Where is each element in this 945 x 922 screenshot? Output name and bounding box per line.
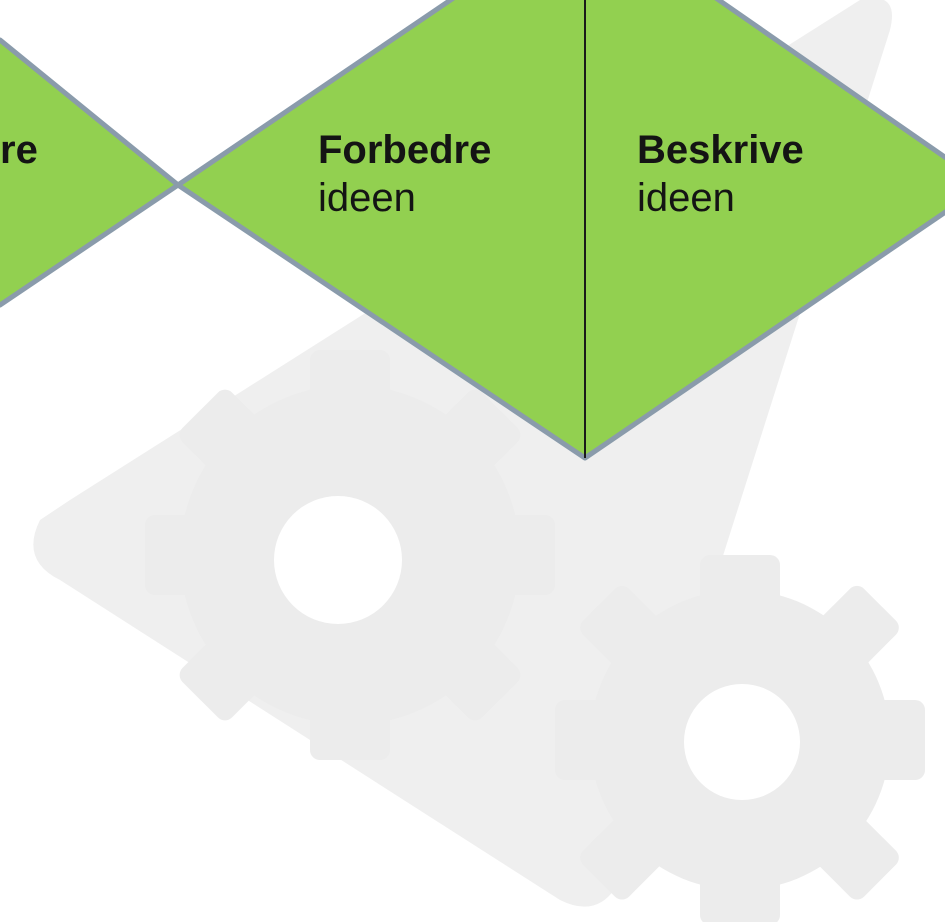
large-gear-hole: [274, 496, 402, 624]
step-subtitle-2: ideen: [318, 176, 416, 220]
step-title-3: Beskrive: [637, 128, 804, 172]
step-title-1: re: [0, 128, 38, 172]
step-diamond-2: [175, 0, 945, 461]
large-gear-icon: [145, 350, 555, 760]
step-title-2: Forbedre: [318, 128, 492, 172]
step-label-2: Forbedre ideen: [318, 126, 491, 222]
small-gear-hole: [684, 684, 800, 800]
step-subtitle-3: ideen: [637, 176, 735, 220]
step-label-3: Beskrive ideen: [637, 126, 804, 222]
step-label-1: re: [0, 126, 38, 174]
